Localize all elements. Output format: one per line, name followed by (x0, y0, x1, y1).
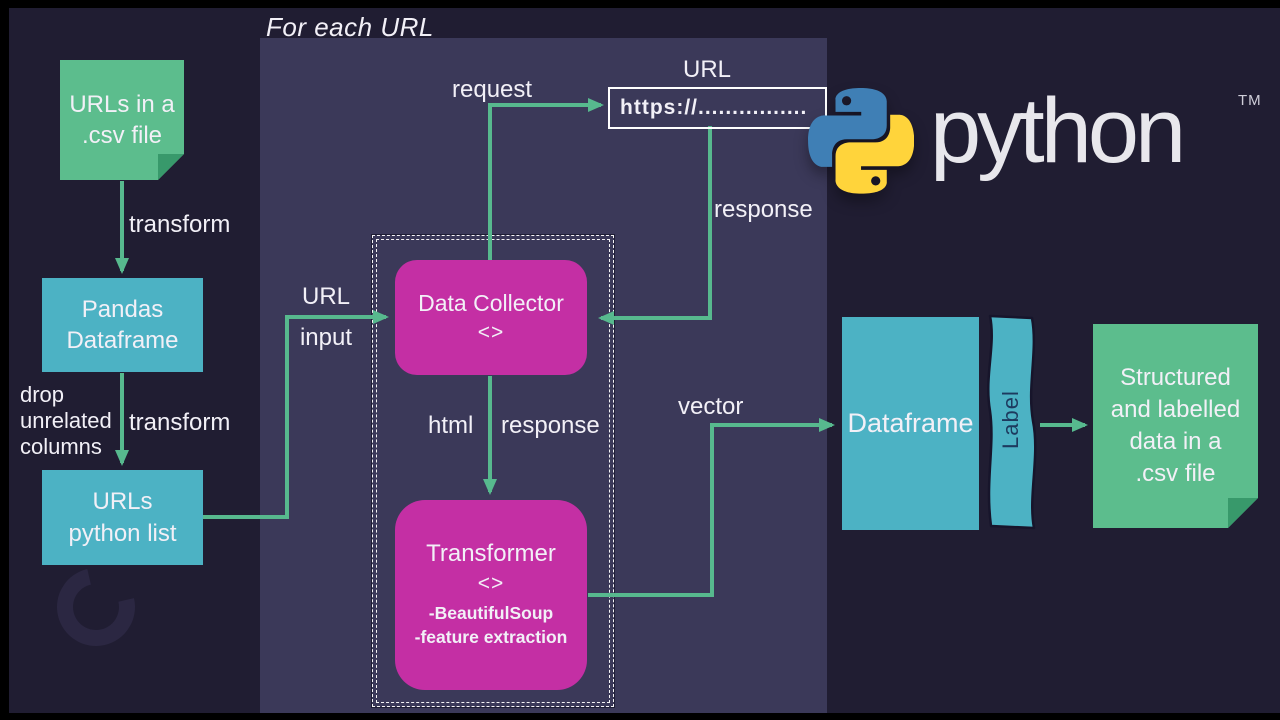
dataframe-label: Dataframe (847, 407, 974, 438)
swirl-icon (42, 553, 150, 661)
url-address-box: https://................ (608, 87, 827, 129)
output-note-line: data in a (1129, 428, 1222, 455)
output-note-line: and labelled (1110, 396, 1241, 424)
transform-label-1: transform (129, 211, 231, 238)
code-glyph: <> (477, 572, 505, 596)
python-wordmark: python (930, 80, 1186, 182)
pandas-dataframe-node: Pandas Dataframe (42, 278, 203, 372)
letterbox-left (0, 0, 9, 720)
request-label: request (452, 76, 533, 103)
vector-label: vector (678, 393, 744, 420)
url-python-list-node: URLs python list (42, 470, 203, 565)
url-input-label-input: input (299, 324, 353, 351)
transformer-detail: -BeautifulSoup (428, 603, 554, 624)
pandas-dataframe-line: Dataframe (66, 327, 179, 354)
url-input-label-url: URL (301, 283, 350, 310)
drop-columns-line: columns (20, 434, 102, 459)
drop-columns-label: drop unrelated columns (20, 382, 112, 460)
url-box-label: URL (683, 56, 732, 83)
url-python-list-line: python list (68, 519, 177, 547)
transform-label-2: transform (129, 409, 231, 436)
html-label: html (428, 412, 474, 439)
dataframe-node: Dataframe (842, 317, 979, 530)
transformer-detail: -feature extraction (414, 627, 568, 647)
label-band-text: Label (998, 390, 1023, 450)
drop-columns-line: unrelated (20, 408, 112, 433)
page-fold-icon (158, 154, 184, 180)
letterbox-bottom (0, 713, 1280, 720)
python-logo-blue-snake (808, 88, 887, 167)
code-glyph: <> (477, 321, 505, 344)
label-band (987, 314, 1037, 530)
output-note: Structured and labelled data in a .csv f… (1093, 324, 1258, 528)
url-python-list-line: URLs (92, 488, 153, 516)
data-collector-title: Data Collector (418, 290, 564, 316)
for-each-url-title: For each URL (266, 12, 434, 42)
csv-input-note-line: URLs in a (69, 90, 175, 118)
trademark-symbol: TM (1238, 92, 1262, 109)
drop-columns-line: drop (20, 382, 65, 407)
python-logo-yellow-snake (835, 114, 914, 194)
pandas-dataframe-line: Pandas (81, 295, 164, 323)
url-address-value: https://................ (620, 96, 808, 119)
output-note-line: .csv file (1135, 459, 1216, 487)
label-band-shape (987, 314, 1037, 530)
page-fold-icon (1228, 498, 1258, 528)
csv-input-note: URLs in a .csv file (60, 60, 184, 180)
transformer-title: Transformer (426, 540, 556, 568)
python-logo-icon (808, 88, 914, 194)
output-note-line: Structured (1120, 364, 1231, 392)
response-label: response (714, 196, 813, 223)
letterbox-top (0, 0, 1280, 8)
data-collector-node: Data Collector <> (395, 260, 587, 375)
response-down-label: response (501, 412, 600, 439)
transformer-node: Transformer <> -BeautifulSoup -feature e… (395, 500, 587, 690)
csv-input-note-line: .csv file (81, 122, 162, 149)
